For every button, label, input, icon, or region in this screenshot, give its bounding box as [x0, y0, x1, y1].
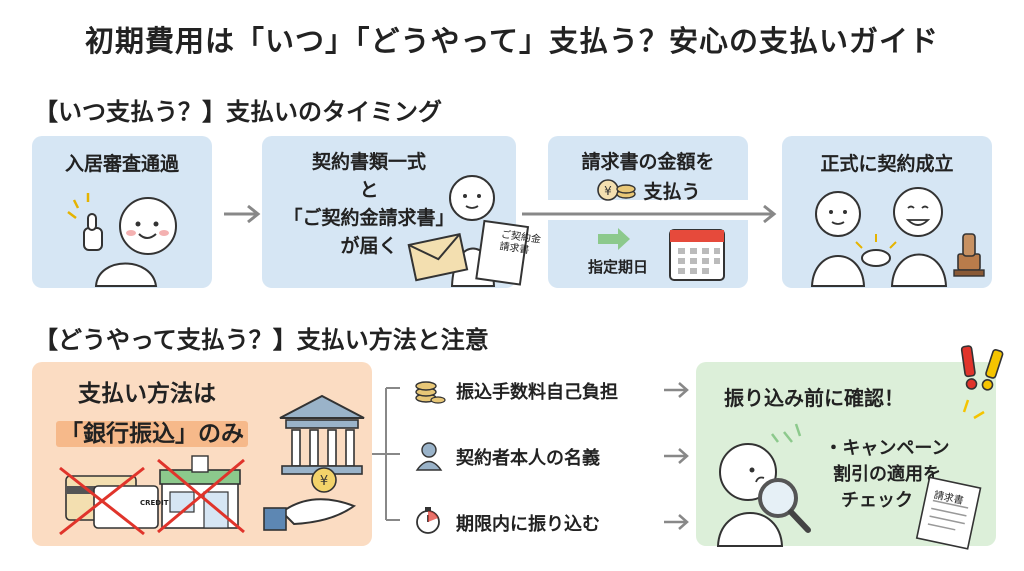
handshake-icon: [810, 187, 985, 287]
note-account-holder-name: 契約者本人の名義: [456, 448, 600, 469]
section-how-heading: 【どうやって支払う？】支払い方法と注意: [34, 326, 489, 354]
step-label-line: 「ご契約金請求書」: [283, 207, 455, 229]
note-fee-self-paid: 振込手数料自己負担: [456, 382, 618, 403]
bank-and-crossed-icons: ¥: [59, 394, 365, 536]
step-label-line: 支払う: [643, 181, 701, 203]
step-label-line: が届く: [340, 235, 398, 257]
thumbs-up-person-icon: [67, 193, 177, 287]
coins-icon: [415, 381, 446, 404]
card-text: CREDIT: [140, 499, 169, 507]
check-title: 振り込み前に確認！: [724, 386, 904, 410]
note-pay-by-deadline: 期限内に振り込む: [456, 514, 600, 535]
check-item-line: 割引の適用を: [833, 464, 941, 485]
step-screening-passed: 入居審査通過: [32, 136, 212, 288]
payment-method-line: 支払い方法は: [78, 381, 216, 407]
check-before-transfer-panel: 振り込み前に確認！ ・キャンペーン 割引の適用を チェック 請求書: [696, 362, 996, 550]
bracket-connector: [372, 387, 400, 521]
deadline-label: 指定期日: [588, 258, 649, 276]
step-label: 入居審査通過: [64, 153, 179, 175]
svg-text:¥: ¥: [604, 184, 612, 198]
step-label: 正式に契約成立: [820, 153, 954, 175]
step-label-line: 請求書の金額を: [581, 151, 715, 173]
check-item-line: ・キャンペーン: [824, 438, 950, 459]
magnifier-person-icon: [716, 399, 985, 550]
page-title: 初期費用は「いつ」「どうやって」支払う？安心の支払いガイド: [84, 24, 940, 58]
flow-arrow: [224, 204, 261, 224]
step-label-line: と: [359, 179, 379, 201]
step-documents-arrive: 契約書類一式 と 「ご契約金請求書」 が届く ご契約金請求書: [262, 136, 541, 288]
svg-text:¥: ¥: [320, 474, 328, 489]
step-label-line: 契約書類一式: [311, 151, 426, 173]
section-when-heading: 【いつ支払う？】支払いのタイミング: [34, 98, 442, 126]
note-arrow: [664, 514, 689, 530]
payment-icons: ¥: [597, 179, 725, 281]
check-item-line: チェック: [841, 490, 913, 511]
step-contract-concluded: 正式に契約成立: [782, 136, 992, 288]
exclamation-icon: [960, 345, 1004, 391]
flow-arrow-long: [522, 204, 777, 224]
note-arrow: [664, 382, 689, 398]
payment-method-highlight: 「銀行振込」のみ: [56, 421, 248, 447]
stopwatch-icon: [416, 507, 440, 534]
envelope-and-invoice-icon: [407, 175, 530, 287]
person-icon: [415, 442, 443, 471]
step-pay-amount: 請求書の金額を 支払う ¥ 指定期日: [548, 136, 748, 288]
note-arrow: [664, 448, 689, 464]
payment-method-panel: 支払い方法は 「銀行振込」のみ ¥ CREDIT: [32, 362, 372, 546]
